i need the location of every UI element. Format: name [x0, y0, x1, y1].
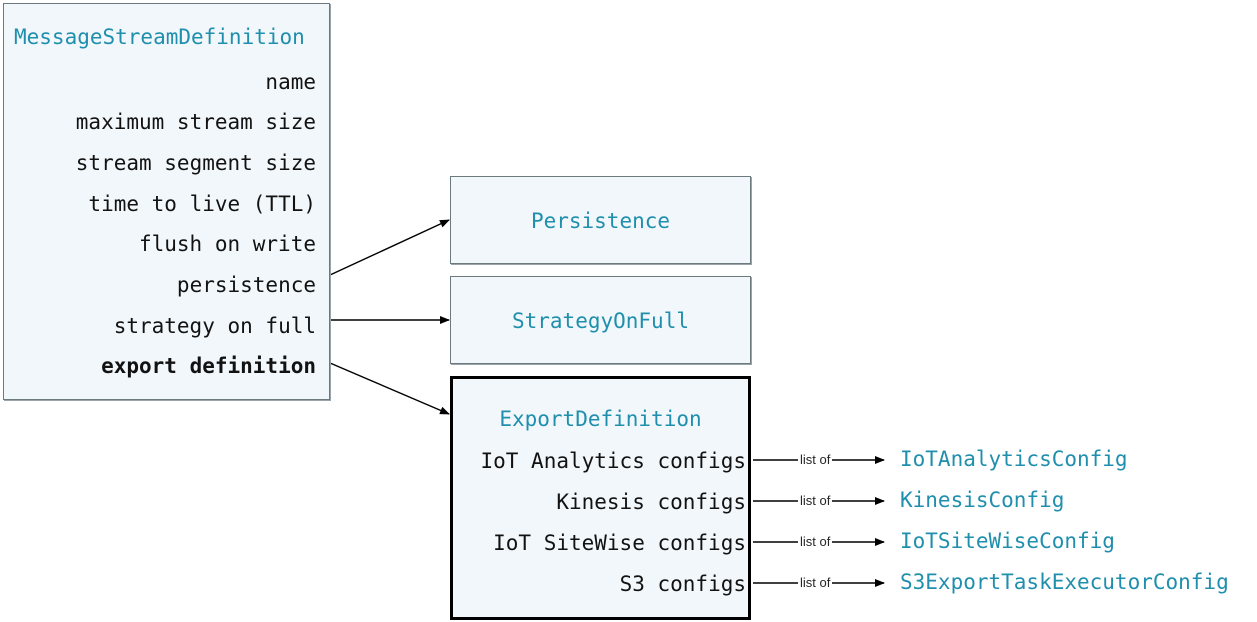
node-persistence[interactable]: Persistence — [450, 176, 751, 264]
attr-iot-analytics-configs: IoT Analytics configs — [480, 449, 746, 473]
edge-export-definition — [329, 362, 450, 415]
node-export-definition[interactable]: ExportDefinition IoT Analytics configs K… — [450, 376, 751, 620]
node-title-strategy-on-full: StrategyOnFull — [511, 309, 689, 333]
type-iot-analytics-config[interactable]: IoTAnalyticsConfig — [900, 447, 1128, 471]
node-strategy-on-full[interactable]: StrategyOnFull — [450, 276, 751, 364]
attr-flush-on-write: flush on write — [138, 232, 316, 256]
edge-label-list-of-iot-sitewise: list of — [798, 534, 833, 549]
edge-persistence — [329, 219, 450, 276]
attr-iot-sitewise-configs: IoT SiteWise configs — [493, 531, 746, 555]
node-title-persistence: Persistence — [530, 209, 671, 233]
node-title-export-definition: ExportDefinition — [499, 407, 702, 431]
type-iot-sitewise-config[interactable]: IoTSiteWiseConfig — [900, 529, 1115, 553]
attr-name: name — [265, 70, 316, 94]
attr-maximum-stream-size: maximum stream size — [75, 110, 316, 134]
attr-strategy-on-full: strategy on full — [113, 314, 316, 338]
attr-export-definition: export definition — [101, 354, 316, 378]
attr-time-to-live: time to live (TTL) — [88, 192, 316, 216]
type-kinesis-config[interactable]: KinesisConfig — [900, 488, 1065, 512]
edge-label-list-of-iot-analytics: list of — [798, 452, 833, 467]
attr-stream-segment-size: stream segment size — [75, 151, 316, 175]
node-title-message-stream-definition: MessageStreamDefinition — [14, 25, 305, 49]
node-message-stream-definition[interactable]: MessageStreamDefinition name maximum str… — [3, 3, 330, 400]
edge-label-list-of-s3-export: list of — [798, 575, 833, 590]
type-s3-export-task-executor-config[interactable]: S3ExportTaskExecutorConfig — [900, 570, 1229, 594]
attr-kinesis-configs: Kinesis configs — [556, 490, 746, 514]
attr-s3-configs: S3 configs — [619, 572, 746, 596]
edge-label-list-of-kinesis: list of — [798, 493, 833, 508]
attr-persistence: persistence — [176, 273, 316, 297]
